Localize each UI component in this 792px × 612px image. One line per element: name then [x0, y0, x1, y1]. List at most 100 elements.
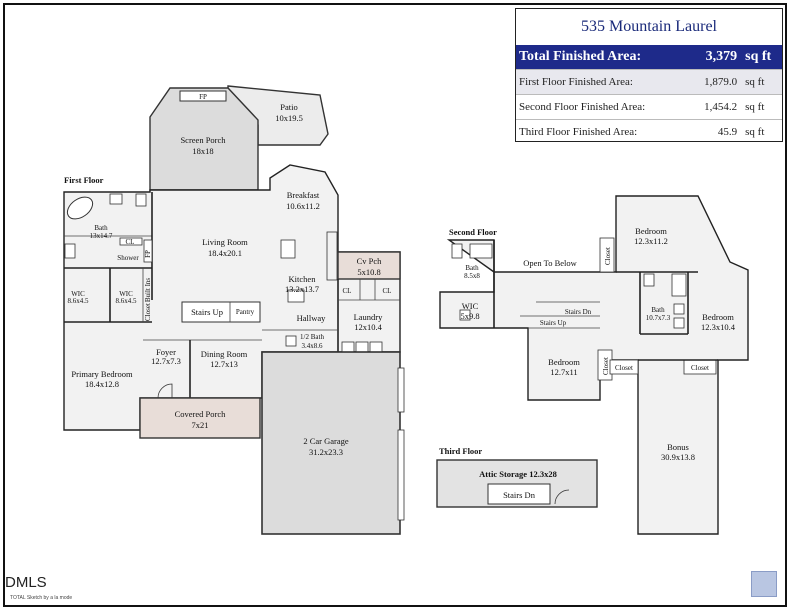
- patio-label: Patio: [280, 102, 297, 112]
- wic2-dim: 8.6x4.5: [116, 297, 138, 305]
- area-row-value: 1,879.0: [704, 76, 738, 88]
- third-floor-label: Third Floor: [439, 446, 482, 456]
- closet1-label: Closet: [604, 247, 612, 265]
- garage-dim: 31.2x23.3: [309, 447, 343, 457]
- open-below-label: Open To Below: [523, 258, 577, 268]
- pantry-label: Pantry: [236, 308, 255, 316]
- cv-pch-label: Cv Pch: [357, 256, 383, 266]
- breakfast-label: Breakfast: [287, 190, 320, 200]
- primary-bedroom-label: Primary Bedroom: [71, 369, 133, 379]
- toilet-icon: [135, 193, 147, 207]
- wic-fixture: [459, 309, 471, 321]
- property-title: 535 Mountain Laurel: [581, 18, 717, 35]
- covered-porch-label: Covered Porch: [175, 409, 227, 419]
- area-row-unit: sq ft: [745, 126, 765, 138]
- bath1-tub: [469, 243, 493, 259]
- washer-icon: [341, 341, 355, 353]
- cl-label: CL: [126, 238, 135, 246]
- kitchen-sink-icon: [287, 289, 305, 303]
- wic1-dim: 8.6x4.5: [68, 297, 90, 305]
- attic-door-swing: [554, 489, 570, 505]
- area-row: Third Floor Finished Area: 45.9 sq ft: [516, 119, 782, 144]
- bonus-dim: 30.9x13.8: [661, 452, 695, 462]
- cv-pch-dim: 5x10.8: [357, 267, 380, 277]
- screen-porch-label: Screen Porch: [180, 135, 226, 145]
- living-room-label: Living Room: [202, 237, 248, 247]
- dmls-logo: DMLS: [5, 574, 47, 591]
- bath1-sink: [451, 243, 463, 259]
- utility-icon: [369, 341, 383, 353]
- bedroom2-label: Bedroom: [702, 312, 734, 322]
- tub-icon: [66, 196, 94, 220]
- built-ins-label: Built Ins: [144, 278, 152, 303]
- shower-label: Shower: [117, 254, 139, 262]
- cooktop-icon: [280, 239, 296, 259]
- dining-label: Dining Room: [201, 349, 248, 359]
- front-door-swing: [157, 383, 173, 399]
- hallway-label: Hallway: [297, 313, 327, 323]
- garage-label: 2 Car Garage: [303, 436, 349, 446]
- closet-box: [119, 237, 143, 246]
- area-row-value: 1,454.2: [704, 101, 738, 113]
- bath2-dim: 10.7x7.3: [646, 314, 671, 322]
- closet-label: Closet: [144, 303, 152, 321]
- closet3-box: [609, 359, 639, 375]
- total-area-row: Total Finished Area: 3,379 sq ft: [516, 45, 782, 69]
- half-bath-label: 1/2 Bath: [300, 333, 324, 341]
- closet3-label: Closet: [615, 364, 633, 372]
- bath2-sink1: [673, 303, 685, 315]
- total-area-value: 3,379: [705, 49, 738, 64]
- bedroom1-label: Bedroom: [635, 226, 667, 236]
- wic2-label: WIC: [119, 290, 133, 298]
- foyer-dim: 12.7x7.3: [151, 356, 181, 366]
- equal-housing-icon: [751, 571, 777, 597]
- screen-porch-dim: 18x18: [192, 146, 213, 156]
- fp-side-label: FP: [144, 250, 152, 258]
- second-floor-body: [439, 195, 749, 535]
- fireplace-label: FP: [199, 93, 207, 101]
- bonus-label: Bonus: [667, 442, 689, 452]
- area-row-unit: sq ft: [745, 76, 765, 88]
- area-table: 535 Mountain Laurel Total Finished Area:…: [515, 8, 783, 142]
- bath1-label: Bath: [465, 264, 479, 272]
- total-area-unit: sq ft: [745, 49, 772, 64]
- page-frame: [3, 3, 787, 607]
- second-floor-label: Second Floor: [449, 227, 497, 237]
- cl2-label: CL: [343, 287, 352, 295]
- garage-area: [261, 351, 401, 535]
- sketch-credit: TOTAL Sketch by a la mode: [10, 595, 73, 601]
- bedroom3-label: Bedroom: [548, 357, 580, 367]
- dryer-icon: [355, 341, 369, 353]
- living-room-dim: 18.4x20.1: [208, 248, 242, 258]
- closet4-label: Closet: [691, 364, 709, 372]
- laundry-label: Laundry: [354, 312, 384, 322]
- area-row-label: First Floor Finished Area:: [519, 76, 633, 88]
- area-row-label: Third Floor Finished Area:: [519, 126, 638, 138]
- area-row-label: Second Floor Finished Area:: [519, 101, 646, 113]
- bedroom1-dim: 12.3x11.2: [634, 236, 668, 246]
- fireplace-box: [179, 90, 227, 102]
- covered-porch-dim: 7x21: [192, 420, 209, 430]
- foyer-label: Foyer: [156, 347, 176, 357]
- breakfast-dim: 10.6x11.2: [286, 201, 320, 211]
- stairs-dn-label: Stairs Dn: [565, 308, 592, 316]
- bath2-sink2: [673, 317, 685, 329]
- covered-porch-area: [139, 397, 261, 439]
- attic-stairs-box: [487, 483, 551, 505]
- cv-pch-area: [337, 251, 401, 280]
- cl3-label: CL: [383, 287, 392, 295]
- fireplace-side-box: [143, 239, 153, 263]
- area-row-value: 45.9: [717, 126, 738, 138]
- wic1-label: WIC: [71, 290, 85, 298]
- bath1-dim: 8.5x8: [464, 272, 480, 280]
- area-row: First Floor Finished Area: 1,879.0 sq ft: [516, 69, 782, 94]
- total-area-label: Total Finished Area:: [519, 49, 642, 64]
- bedroom2-dim: 12.3x10.4: [701, 322, 736, 332]
- stairs-up2-label: Stairs Up: [540, 319, 567, 327]
- bath2-label: Bath: [651, 306, 665, 314]
- attic-label: Attic Storage 12.3x28: [479, 469, 557, 479]
- garage-door-2: [397, 429, 405, 521]
- bedroom3-dim: 12.7x11: [550, 367, 577, 377]
- garage-door-1: [397, 367, 405, 413]
